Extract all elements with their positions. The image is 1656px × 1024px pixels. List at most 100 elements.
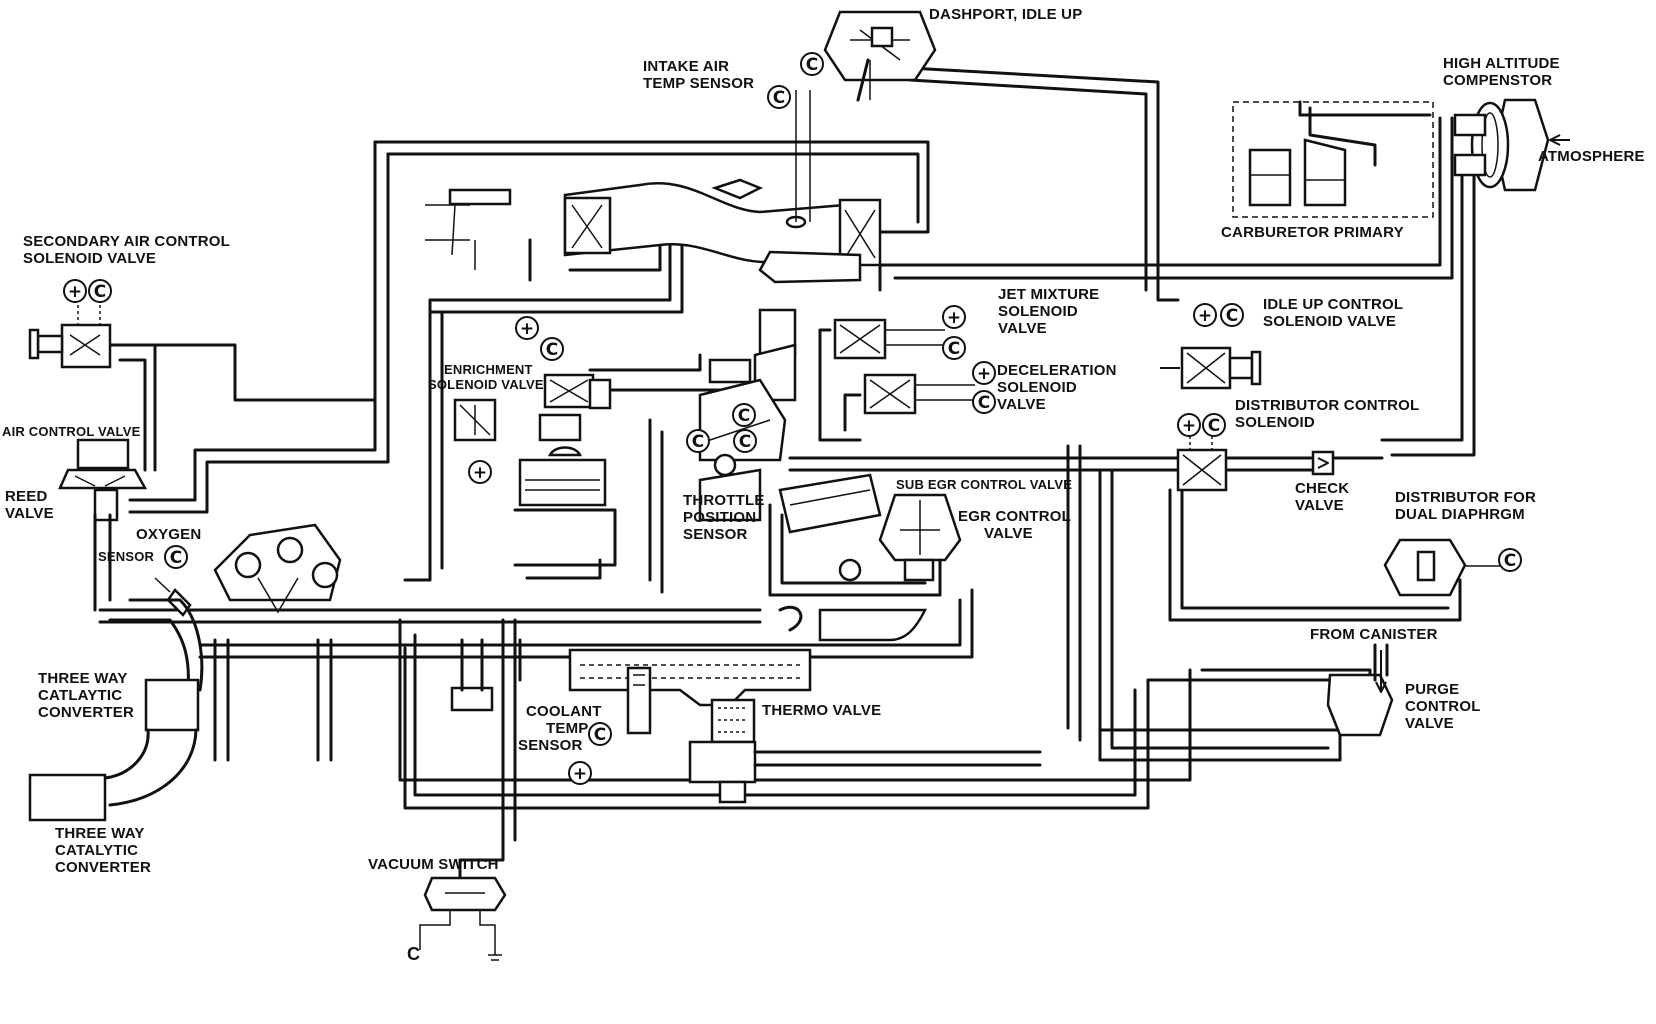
ground-symbol-jet-mixture: C xyxy=(942,336,966,360)
dashport-idle-up xyxy=(823,10,937,102)
plus-symbol-enrichment-2: + xyxy=(468,460,492,484)
deceleration-solenoid xyxy=(818,328,975,442)
svg-text:C: C xyxy=(948,339,960,359)
oxygen-sensor xyxy=(154,577,192,617)
svg-text:+: + xyxy=(473,463,487,483)
egr-control-valve xyxy=(878,493,962,582)
air-control-valve xyxy=(58,438,148,522)
ground-symbol-idle-up: C xyxy=(1220,303,1244,327)
sub-egr-control-valve xyxy=(778,473,882,534)
vacuum-switch xyxy=(419,876,507,961)
svg-text:C: C xyxy=(1504,551,1516,571)
svg-text:C: C xyxy=(94,282,106,302)
enrichment-solenoid-valve xyxy=(453,373,612,507)
label-sub-egr-control-valve: SUB EGR CONTROL VALVE xyxy=(896,477,1073,492)
label-air-control-valve: AIR CONTROL VALVE xyxy=(2,424,141,439)
ground-symbol-dist-ctrl: C xyxy=(1202,413,1226,437)
ground-symbol-intake-air-1: C xyxy=(800,52,824,76)
plus-symbol-decel: + xyxy=(972,361,996,385)
ground-symbol-oxygen: C xyxy=(164,545,188,569)
ground-symbol-tps-1: C xyxy=(732,403,756,427)
air-intake-duct xyxy=(425,90,882,284)
distributor-dual-diaphragm xyxy=(1383,538,1500,597)
carburetor-throttle-body xyxy=(698,308,797,522)
svg-text:C: C xyxy=(546,340,558,360)
label-oxygen-sensor: SENSOR xyxy=(98,549,155,564)
ground-symbol-tps-3: C xyxy=(733,429,757,453)
distributor-control-solenoid xyxy=(1176,430,1228,492)
check-valve xyxy=(1311,450,1335,476)
label-c-terminal: C xyxy=(407,944,421,964)
ground-symbol-decel: C xyxy=(972,390,996,414)
svg-text:+: + xyxy=(1182,416,1196,436)
high-altitude-compensator xyxy=(1453,98,1570,192)
svg-text:C: C xyxy=(1208,416,1220,436)
svg-text:+: + xyxy=(977,364,991,384)
svg-text:+: + xyxy=(68,282,82,302)
carburetor-primary xyxy=(1232,100,1434,218)
label-carburetor-primary: CARBURETOR PRIMARY xyxy=(1221,224,1404,241)
ground-symbol-enrichment: C xyxy=(540,337,564,361)
svg-text:C: C xyxy=(692,432,704,452)
plus-symbol-enrichment-1: + xyxy=(515,316,539,340)
label-oxygen: OXYGEN xyxy=(136,526,202,543)
manifold-ports xyxy=(450,638,522,712)
plus-symbol-coolant: + xyxy=(568,761,592,785)
ground-symbol-intake-air-2: C xyxy=(767,85,791,109)
svg-text:C: C xyxy=(170,548,182,568)
secondary-air-control-solenoid xyxy=(28,305,112,369)
label-from-canister: FROM CANISTER xyxy=(1310,626,1438,643)
engine-cylinder-head xyxy=(213,523,342,762)
intake-manifold xyxy=(568,503,942,707)
thermo-valve xyxy=(688,698,1042,804)
plus-symbol-sec-air: + xyxy=(63,279,87,303)
svg-text:C: C xyxy=(978,393,990,413)
ground-symbol-sec-air: C xyxy=(88,279,112,303)
electrical-terminal-symbols: + C C C + C + + C + C C C C + C + C C C … xyxy=(63,52,1522,785)
label-thermo-valve: THERMO VALVE xyxy=(762,702,882,719)
label-vacuum-switch: VACUUM SWITCH xyxy=(368,856,499,873)
jet-mixture-solenoid xyxy=(833,318,945,360)
plus-symbol-dist-ctrl: + xyxy=(1177,413,1201,437)
ground-symbol-coolant: C xyxy=(588,722,612,746)
label-dashport: DASHPORT, IDLE UP xyxy=(929,6,1083,23)
svg-text:+: + xyxy=(573,764,587,784)
label-atmosphere: ATMOSPHERE xyxy=(1538,148,1645,165)
vacuum-hoses xyxy=(98,66,1476,880)
svg-text:C: C xyxy=(773,88,785,108)
svg-text:C: C xyxy=(594,725,606,745)
purge-control-valve xyxy=(1326,643,1394,737)
exhaust-and-converters xyxy=(28,513,204,822)
svg-text:C: C xyxy=(806,55,818,75)
ground-symbol-dist-dual: C xyxy=(1498,548,1522,572)
plus-symbol-jet-mixture: + xyxy=(942,305,966,329)
svg-text:+: + xyxy=(1198,306,1212,326)
coolant-temp-sensor xyxy=(626,666,652,735)
plus-symbol-idle-up: + xyxy=(1193,303,1217,327)
idle-up-control-solenoid xyxy=(1160,346,1262,390)
svg-text:+: + xyxy=(520,319,534,339)
svg-text:C: C xyxy=(738,406,750,426)
svg-text:+: + xyxy=(947,308,961,328)
svg-text:C: C xyxy=(1226,306,1238,326)
ground-symbol-tps-2: C xyxy=(686,429,710,453)
svg-text:C: C xyxy=(739,432,751,452)
